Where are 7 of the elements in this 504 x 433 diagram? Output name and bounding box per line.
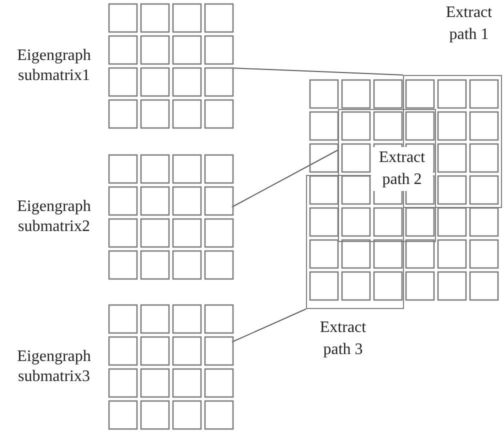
connector-line xyxy=(232,308,306,342)
connector-line xyxy=(232,68,404,76)
selection-frame xyxy=(338,109,436,242)
grid-caption: Eigengraph submatrix1 xyxy=(16,46,92,86)
grid-caption: Eigengraph submatrix3 xyxy=(16,347,92,387)
grid-caption: Eigengraph submatrix2 xyxy=(16,197,92,237)
frame-label: Extract path 2 xyxy=(371,147,433,191)
